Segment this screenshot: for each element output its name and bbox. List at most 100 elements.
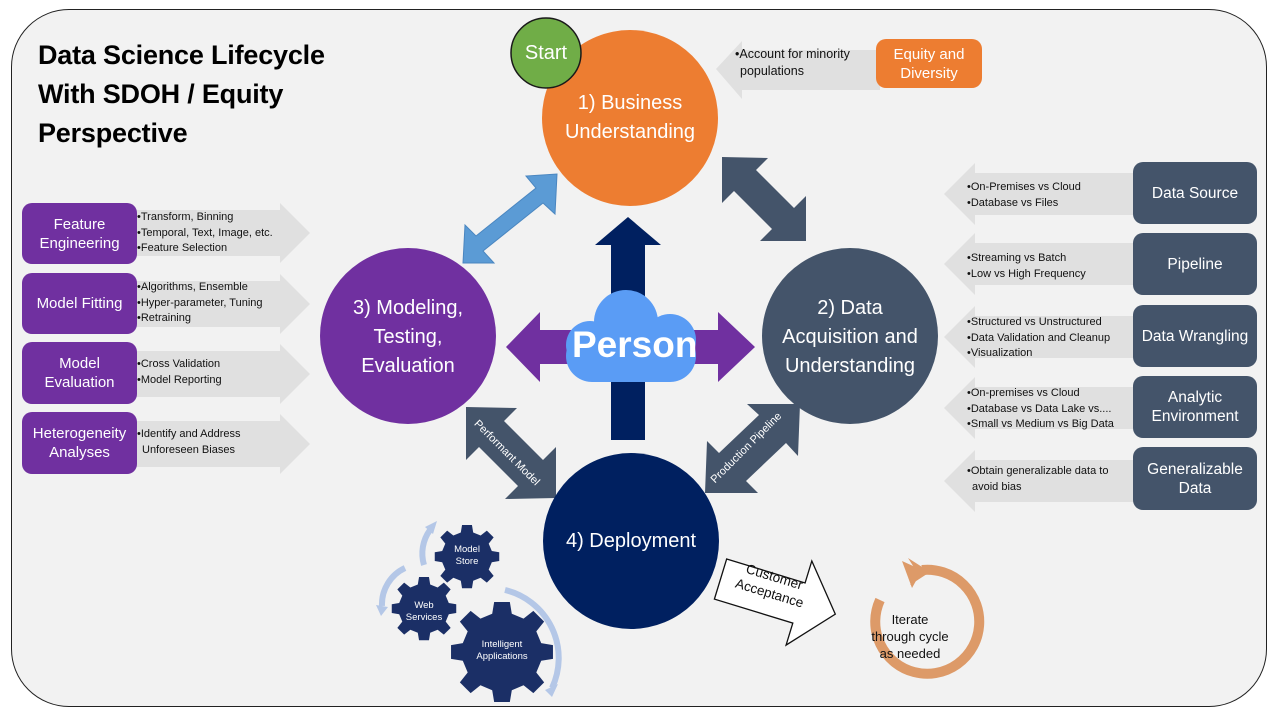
equity-bullet-2: populations — [740, 64, 804, 78]
start-circle — [510, 17, 582, 89]
left-arrow-4 — [135, 414, 310, 474]
bullet: •Algorithms, Ensemble — [137, 281, 248, 293]
bullet: •Transform, Binning — [137, 211, 234, 223]
gear-cycle-arrow-right — [504, 587, 562, 690]
stage-business-line-2: Understanding — [564, 121, 696, 143]
right-arrow-3 — [944, 306, 1140, 368]
gear-cycle-arrowhead-right — [545, 684, 558, 697]
right-bullets-3: •Structured vs Unstructured •Data Valida… — [967, 315, 1110, 362]
gear-cycle-arrowhead-left — [376, 605, 388, 616]
left-arrow-1 — [135, 203, 310, 263]
right-box-3-line-1: Data Wrangling — [1141, 327, 1249, 345]
business-circle — [542, 30, 718, 206]
right-box-2-line-1: Pipeline — [1167, 255, 1223, 273]
left-box-feature-engineering: Feature Engineering — [22, 203, 137, 264]
right-box-data-source: Data Source — [1133, 162, 1257, 224]
stage-deployment-line-1: 4) Deployment — [565, 529, 697, 552]
bullet: •On-premises vs Cloud — [967, 387, 1080, 399]
bullet: •Temporal, Text, Image, etc. — [137, 226, 273, 239]
bullet: •Model Reporting — [137, 373, 222, 386]
title-line-2: With SDOH / Equity — [38, 79, 284, 109]
right-box-analytic-environment: Analytic Environment — [1133, 376, 1257, 438]
left-box-heterogeneity: Heterogeneity Analyses — [22, 412, 137, 474]
stage-deployment: 4) Deployment — [543, 526, 719, 556]
bullet: •Structured vs Unstructured — [967, 316, 1102, 328]
right-box-5-line-1: Generalizable — [1147, 460, 1243, 478]
gear-cycle-arrow-top — [419, 528, 433, 566]
right-box-generalizable-data: Generalizable Data — [1133, 447, 1257, 510]
title-line-1: Data Science Lifecycle — [38, 40, 325, 70]
gears-illustration — [376, 521, 562, 702]
stage-data-line-2: Acquisition and — [782, 325, 918, 348]
iterate-line-1: Iterate — [891, 612, 929, 627]
left-box-3-line-2: Evaluation — [44, 374, 115, 391]
right-arrow-1 — [944, 163, 1140, 225]
customer-acceptance-arrow — [713, 558, 837, 647]
bullet: •Retraining — [137, 312, 191, 324]
right-box-5-line-2: Data — [1178, 479, 1212, 497]
gear-intelligent-apps-label: Intelligent Applications — [467, 639, 537, 663]
bullet: •Cross Validation — [137, 358, 221, 370]
equity-box: Equity and Diversity — [876, 39, 982, 88]
bullet: •Feature Selection — [137, 242, 228, 254]
gear-cycle-arrowhead-top — [425, 521, 437, 534]
equity-box-line-2: Diversity — [900, 64, 958, 82]
bullet: •Small vs Medium vs Big Data — [967, 418, 1114, 430]
gear-label-line: Intelligent — [481, 639, 523, 650]
right-arrows — [944, 163, 1140, 512]
right-box-pipeline: Pipeline — [1133, 233, 1257, 295]
stage-business-line-1: 1) Business — [577, 92, 683, 114]
right-bullets-5: •Obtain generalizable data to avoid bias — [967, 464, 1108, 495]
data-circle — [762, 248, 938, 424]
title-line-3: Perspective — [38, 118, 188, 148]
stage-modeling: 3) Modeling, Testing, Evaluation — [320, 292, 496, 382]
bullet: •Obtain generalizable data to — [967, 465, 1109, 477]
left-box-4-line-2: Analyses — [49, 444, 110, 461]
left-arrows — [135, 203, 310, 474]
stage-modeling-line-2: Testing, — [373, 325, 443, 348]
stage-modeling-line-3: Evaluation — [361, 354, 455, 377]
page-title: Data Science Lifecycle With SDOH / Equit… — [38, 36, 325, 153]
left-bullets-1: •Transform, Binning •Temporal, Text, Ima… — [137, 210, 273, 257]
right-box-4-line-1: Analytic — [1167, 389, 1223, 406]
left-box-model-evaluation: Model Evaluation — [22, 342, 137, 404]
gear-web-services-label: Web Services — [399, 600, 449, 624]
gear-label-line: Store — [455, 556, 479, 567]
bullet: •Identify and Address — [137, 428, 241, 440]
bullet: avoid bias — [972, 480, 1022, 493]
right-bullets-4: •On-premises vs Cloud •Database vs Data … — [967, 386, 1114, 433]
bullet: •Visualization — [967, 347, 1033, 359]
right-arrow-5 — [944, 450, 1140, 512]
stage-business: 1) Business Understanding — [542, 88, 718, 148]
right-arrow-4 — [944, 377, 1140, 439]
left-box-3-line-1: Model — [59, 355, 100, 372]
bullet: •Hyper-parameter, Tuning — [137, 296, 263, 309]
left-bullets-2: •Algorithms, Ensemble •Hyper-parameter, … — [137, 280, 263, 327]
deployment-circle — [543, 453, 719, 629]
bullet: •Streaming vs Batch — [967, 252, 1067, 264]
left-box-2-line-1: Model Fitting — [36, 295, 123, 312]
bullet: •Database vs Data Lake vs.... — [967, 402, 1112, 415]
bullet: •Data Validation and Cleanup — [967, 331, 1111, 344]
stage-modeling-line-1: 3) Modeling, — [352, 296, 464, 319]
person-label: Person — [572, 324, 698, 365]
gear-label-line: Applications — [476, 651, 528, 662]
bullet: •Low vs High Frequency — [967, 267, 1086, 280]
start-label: Start — [524, 41, 568, 64]
right-bullets-1: •On-Premises vs Cloud •Database vs Files — [967, 180, 1081, 211]
equity-box-line-1: Equity and — [893, 45, 965, 63]
stage-data-line-1: 2) Data — [817, 296, 883, 319]
business-modeling-arrow — [462, 173, 558, 264]
left-box-1-line-1: Feature — [53, 215, 106, 233]
bullet: •On-Premises vs Cloud — [967, 181, 1081, 193]
right-bullets-2: •Streaming vs Batch •Low vs High Frequen… — [967, 251, 1086, 282]
left-arrow-3 — [135, 344, 310, 404]
left-arrow-2 — [135, 274, 310, 334]
iterate-cycle-icon — [870, 558, 985, 679]
business-data-arrow — [722, 157, 806, 241]
gear-label-line: Web — [414, 600, 434, 611]
bullet: •Database vs Files — [967, 196, 1059, 209]
production-pipeline-arrow — [705, 404, 800, 493]
modeling-circle — [320, 248, 496, 424]
